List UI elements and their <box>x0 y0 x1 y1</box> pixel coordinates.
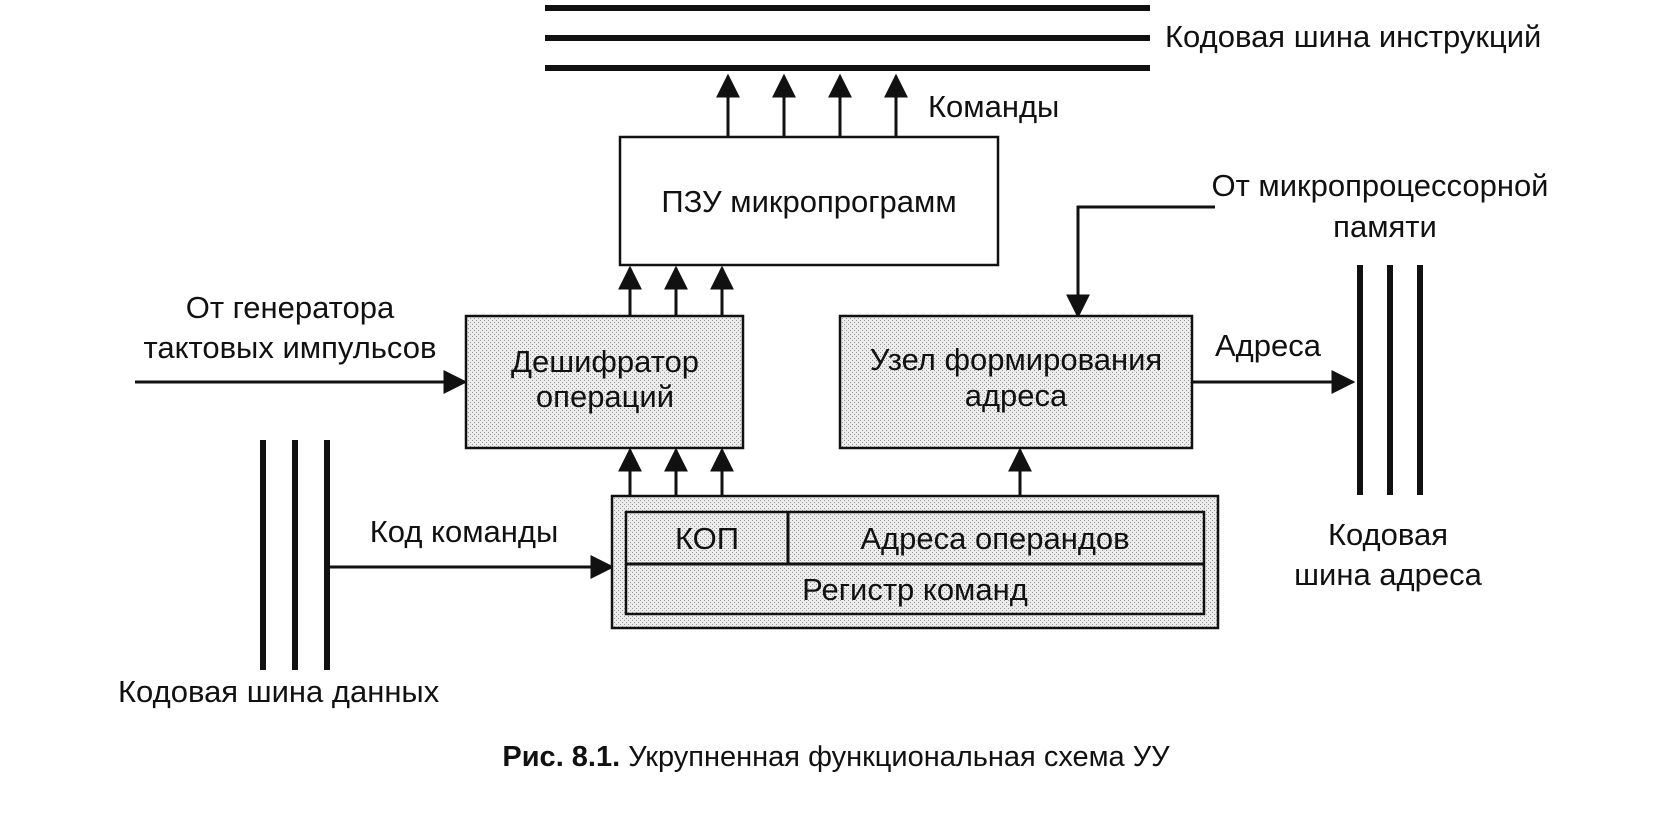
address-forming-unit-label-line1: Узел формирования <box>870 342 1162 377</box>
register-to-decoder-arrows <box>618 447 734 496</box>
instruction-bus <box>545 5 1150 71</box>
operand-addresses-field-label: Адреса операндов <box>860 521 1129 556</box>
figure-caption: Рис. 8.1.Укрупненная функциональная схем… <box>502 741 1170 773</box>
data-bus-label: Кодовая шина данных <box>118 674 440 709</box>
command-register-label: Регистр команд <box>802 572 1028 607</box>
instruction-bus-label: Кодовая шина инструкций <box>1165 19 1541 54</box>
address-forming-unit-box <box>838 314 1194 450</box>
opcode-field-label: КОП <box>675 521 739 556</box>
from-memory-arrow <box>1066 205 1215 319</box>
operation-decoder-label-line1: Дешифратор <box>511 344 699 379</box>
microprogram-rom-label: ПЗУ микропрограмм <box>661 184 956 219</box>
figure-caption-text: Укрупненная функциональная схема УУ <box>628 741 1170 773</box>
microprogram-rom-box <box>618 135 1000 267</box>
command-code-label: Код команды <box>370 514 559 549</box>
operation-decoder-box <box>464 314 745 450</box>
address-bus-label-line2: шина адреса <box>1294 557 1482 592</box>
commands-label: Команды <box>928 89 1059 124</box>
decoder-to-rom-arrows <box>618 265 734 316</box>
from-memory-label-line2: памяти <box>1333 209 1437 244</box>
from-generator-label-line2: тактовых импульсов <box>144 330 437 365</box>
operation-decoder-label-line2: операций <box>536 379 674 414</box>
address-forming-unit-label-line2: адреса <box>965 378 1068 413</box>
addresses-label: Адреса <box>1215 328 1322 363</box>
figure-caption-prefix: Рис. 8.1. <box>502 741 620 773</box>
address-bus <box>1357 265 1423 495</box>
commands-arrows <box>716 73 908 137</box>
data-bus <box>260 440 330 670</box>
address-bus-label-line1: Кодовая <box>1328 517 1448 552</box>
from-memory-label-line1: От микропроцессорной <box>1211 168 1548 203</box>
from-generator-label-line1: От генератора <box>186 290 395 325</box>
